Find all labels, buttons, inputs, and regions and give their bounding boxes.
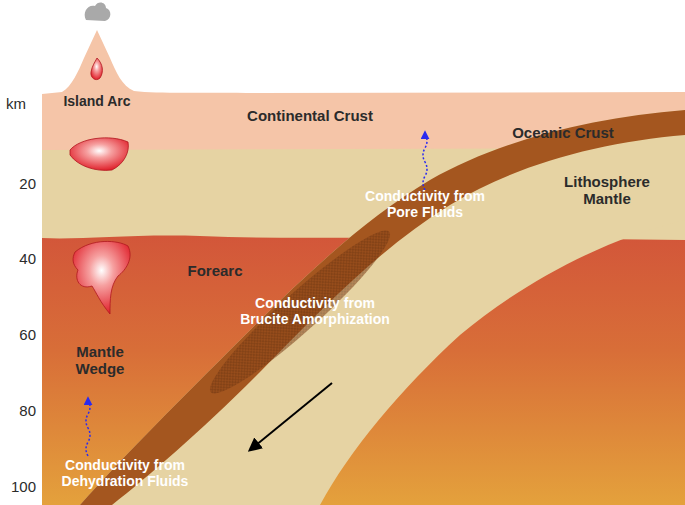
region-label: Continental Crust bbox=[200, 107, 420, 124]
magma-body bbox=[73, 241, 130, 314]
axis-unit: km bbox=[6, 95, 46, 112]
depth-tick: 40 bbox=[0, 250, 36, 267]
oceanic-crust bbox=[80, 110, 685, 505]
depth-tick: 60 bbox=[0, 326, 36, 343]
brucite-zone bbox=[198, 218, 402, 407]
magma-body bbox=[70, 138, 128, 171]
depth-tick: 20 bbox=[0, 175, 36, 192]
depth-tick: 100 bbox=[0, 478, 36, 495]
fluid-arrow bbox=[86, 398, 90, 456]
magma-chamber bbox=[91, 58, 103, 80]
depth-tick: 80 bbox=[0, 402, 36, 419]
continental-crust bbox=[42, 30, 685, 150]
subduction-arrow bbox=[250, 383, 332, 450]
region-label: Forearc bbox=[160, 262, 270, 279]
region-label: Lithosphere Mantle bbox=[552, 173, 662, 208]
annotation: Conductivity from Brucite Amorphization bbox=[232, 295, 398, 327]
region-label: Oceanic Crust bbox=[493, 124, 633, 141]
annotation: Conductivity from Pore Fluids bbox=[355, 188, 495, 220]
region-label: Mantle Wedge bbox=[60, 343, 140, 378]
ash-plume bbox=[85, 2, 111, 21]
annotation: Conductivity from Dehydration Fluids bbox=[55, 457, 195, 489]
region-label: Island Arc bbox=[42, 93, 152, 109]
slab-lithosphere bbox=[80, 110, 685, 505]
fluid-arrow bbox=[423, 132, 427, 190]
